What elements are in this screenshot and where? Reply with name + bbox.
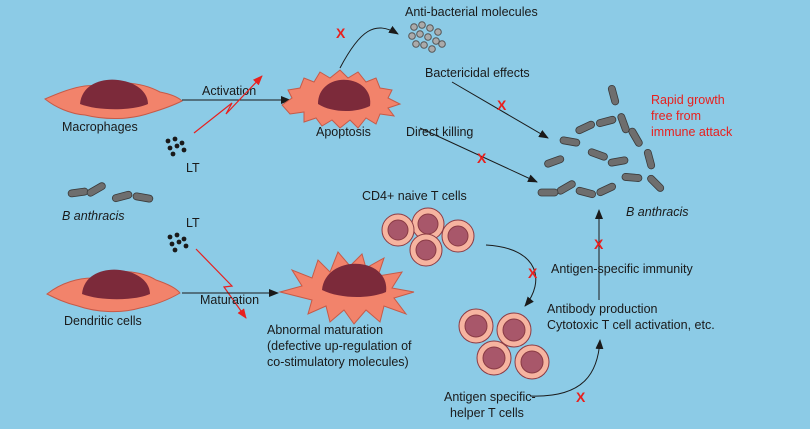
helper-t-cells-line-2: helper T cells <box>450 406 524 420</box>
dendritic-cells-label: Dendritic cells <box>64 314 142 328</box>
helper-to-antibody-arrow <box>529 339 604 397</box>
lethal-toxin-dots-top <box>165 136 187 157</box>
helper-t-cells-line-1: Antigen specific- <box>444 390 536 404</box>
lt-label-top: LT <box>186 161 200 175</box>
dendritic-cell <box>46 269 181 313</box>
bactericidal-arrow <box>451 81 549 139</box>
anti-bacterial-label: Anti-bacterial molecules <box>405 5 538 19</box>
x-mark-antibody: X <box>576 389 586 405</box>
maturation-label: Maturation <box>200 293 259 307</box>
apoptosis-to-molecules-arrow <box>339 25 399 69</box>
antibody-production-line-1: Antibody production <box>547 302 658 316</box>
rapid-growth-line-2: free from <box>651 109 701 123</box>
lt-label-bottom: LT <box>186 216 200 230</box>
abnormal-maturation-line-1: Abnormal maturation <box>267 323 383 337</box>
b-anthracis-cluster <box>537 84 665 199</box>
x-mark-helper: X <box>528 265 538 281</box>
antibody-production-line-2: Cytotoxic T cell activation, etc. <box>547 318 715 332</box>
anti-bacterial-molecules <box>408 21 446 53</box>
lt-inhibition-bolt-bottom <box>195 248 247 319</box>
direct-killing-arrow <box>419 127 538 183</box>
x-mark-immunity: X <box>594 236 604 252</box>
macrophages-label: Macrophages <box>62 120 138 134</box>
abnormal-dendritic-cell <box>278 251 415 325</box>
b-anthracis-right-label: B anthracis <box>626 205 689 219</box>
lethal-toxin-dots-bottom <box>167 232 189 253</box>
x-mark-molecules: X <box>336 25 346 41</box>
activation-label: Activation <box>202 84 256 98</box>
apoptotic-macrophage <box>281 69 402 129</box>
lt-inhibition-bolt-top <box>193 75 263 134</box>
naive-to-helper-arrow <box>485 244 537 307</box>
abnormal-maturation-line-2: (defective up-regulation of <box>267 339 412 353</box>
x-mark-direct-killing: X <box>477 150 487 166</box>
rapid-growth-line-1: Rapid growth <box>651 93 725 107</box>
macrophage-cell <box>44 79 183 120</box>
cd4-naive-label: CD4+ naive T cells <box>362 189 467 203</box>
cd4-naive-t-cells <box>381 207 475 267</box>
abnormal-maturation-line-3: co-stimulatory molecules) <box>267 355 409 369</box>
helper-t-cells <box>458 308 550 380</box>
bactericidal-label: Bactericidal effects <box>425 66 530 80</box>
direct-killing-label: Direct killing <box>406 125 473 139</box>
antigen-specific-immunity-label: Antigen-specific immunity <box>551 262 693 276</box>
apoptosis-label: Apoptosis <box>316 125 371 139</box>
b-anthracis-left-label: B anthracis <box>62 209 125 223</box>
rapid-growth-line-3: immune attack <box>651 125 733 139</box>
b-anthracis-left <box>67 182 154 203</box>
x-mark-bactericidal: X <box>497 97 507 113</box>
